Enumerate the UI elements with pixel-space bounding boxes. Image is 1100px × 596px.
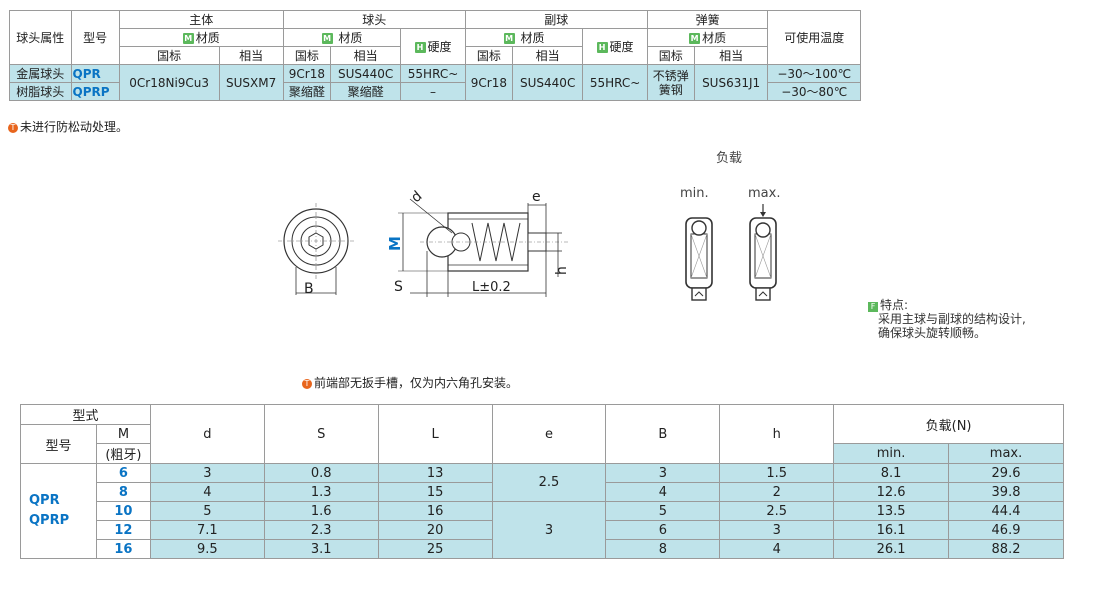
header-load-max: max. [948,443,1064,464]
header-model: 型号 [20,424,97,464]
hardness-badge: H [596,42,608,53]
header-coarse: (粗牙) [95,443,151,464]
label-h: h [554,266,570,275]
header-std: 国标 [464,46,514,65]
header-type: 型式 [20,404,151,425]
label-L: L±0.2 [472,280,511,295]
model-code: QPR [70,64,120,83]
header-d: d [149,404,265,464]
end-view [278,203,354,295]
header-spring: 弹簧 [646,10,769,29]
header-model: 型号 [70,10,120,65]
dimension-table: 型式 d S L e B h 负载(N) 型号 M (粗牙) min. max.… [20,404,1064,559]
table-row: 10 5 1.6 16 3 5 2.5 13.5 44.4 [21,501,1064,559]
hardness-badge: H [414,42,426,53]
note-mark-icon: T [8,122,18,133]
header-load-min: min. [833,443,950,464]
header-ball-material: M 材质 [282,28,402,47]
label-M: M [386,236,404,251]
material-badge: M [321,33,333,44]
header-equiv: 相当 [218,46,284,65]
header-equiv: 相当 [512,46,584,65]
load-min-label: min. [680,186,709,201]
header-M: M [95,424,151,444]
header-h: h [719,404,835,464]
e-value-large: 3 [491,501,607,559]
load-illustration [685,204,777,301]
label-e: e [532,189,541,205]
load-title: 负载 [716,151,743,166]
label-d: d [408,188,425,206]
table-row: 树脂球头 QPRP 聚缩醛 聚缩醛 – −30～80℃ [9,82,861,101]
header-std: 国标 [118,46,220,65]
model-code: QPRP [70,82,120,101]
material-badge: M [182,33,194,44]
header-equiv: 相当 [329,46,402,65]
e-value-small: 2.5 [491,463,607,502]
table-row: 金属球头 QPR 0Cr18Ni9Cu3 SUSXM7 9Cr18 SUS440… [9,64,861,101]
header-equiv: 相当 [693,46,769,65]
feature-badge: F [868,302,878,312]
material-badge: M [503,33,515,44]
header-ball-attr: 球头属性 [9,10,72,65]
load-max-figure [749,204,777,301]
header-std: 国标 [646,46,695,65]
header-ball: 球头 [282,10,466,29]
header-sub-ball: 副球 [464,10,648,29]
header-L: L [377,404,493,464]
table-row: QPR QPRP 6 3 0.8 13 2.5 3 1.5 8.1 29.6 [20,463,1064,559]
header-body: 主体 [118,10,284,29]
header-std: 国标 [282,46,332,65]
header-S: S [263,404,379,464]
label-B: B [304,281,314,297]
header-sub-material: M 材质 [464,28,584,47]
plunger-drawing: B d e M S L±0.2 h [278,188,570,297]
header-B: B [605,404,721,464]
label-S: S [394,279,403,295]
side-view [398,198,570,297]
load-min-figure [685,217,713,301]
model-cell: QPR QPRP [20,463,97,559]
header-load: 负载(N) [833,404,1064,444]
header-e: e [491,404,607,464]
material-badge: M [689,33,701,44]
note-mark-icon: T [302,378,312,389]
table-row: 12 7.1 2.3 20 6 3 16.1 46.9 [21,520,1064,540]
header-temp: 可使用温度 [767,10,861,65]
load-max-label: max. [748,186,781,201]
table-row: 16 9.5 3.1 25 8 4 26.1 88.2 [21,539,1064,559]
